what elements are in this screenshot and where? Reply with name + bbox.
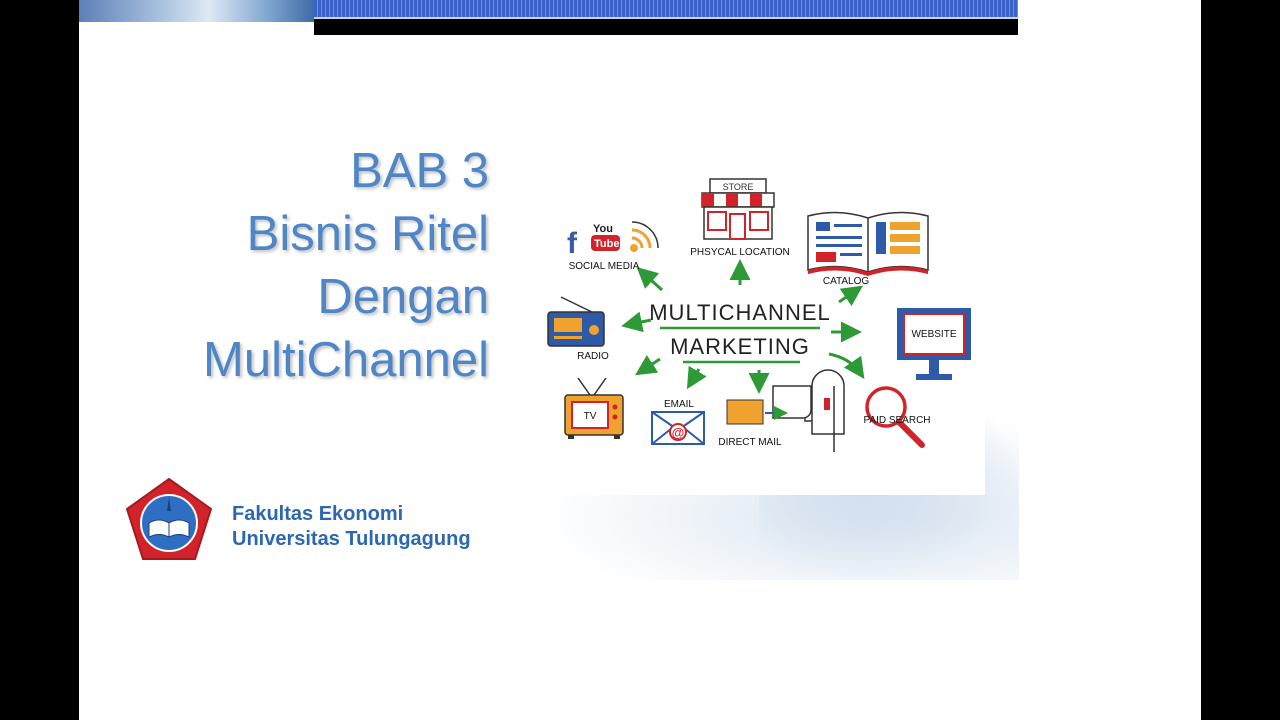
svg-text:You: You [593,223,613,235]
paid-search-label: PAID SEARCH [863,415,930,426]
rss-icon [630,221,659,252]
arrow-radio [621,311,652,333]
physical-location-label: PHSYCAL LOCATION [690,247,789,258]
arrow-tv [634,355,661,376]
arrow-social [636,266,664,292]
title-line-2: Bisnis Ritel [246,207,489,261]
header-stripe-line [314,17,1018,19]
arrow-email [686,365,707,390]
email-node: EMAIL @ [651,399,705,445]
svg-text:Tube: Tube [594,238,619,250]
institution-faculty: Fakultas Ekonomi [232,503,404,525]
header-stripe [314,0,1018,17]
catalog-label: CATALOG [823,276,870,287]
diagram-svg: MULTICHANNEL MARKETING f [547,178,971,452]
email-label: EMAIL [664,399,694,410]
direct-mail-node: DIRECT MAIL [718,369,845,452]
multichannel-diagram: MULTICHANNEL MARKETING f [528,152,985,495]
arrow-paid-search [828,352,865,379]
center-line-1: MULTICHANNEL [649,300,831,325]
social-media-node: f You Tube SOCIAL MEDIA [567,221,659,272]
title-line-3: Dengan [317,270,489,324]
direct-mail-label: DIRECT MAIL [718,437,782,448]
center-line-2: MARKETING [670,334,810,359]
store-node: STORE PHSYCAL LOCATION [690,178,790,258]
university-logo [125,477,213,561]
svg-text:@: @ [672,425,685,440]
facebook-icon: f [567,227,578,260]
social-media-label: SOCIAL MEDIA [569,261,640,272]
slide: BAB 3 Bisnis Ritel Dengan MultiChannel M… [79,0,1201,720]
store-sign: STORE [723,182,754,192]
paid-search-node: PAID SEARCH [863,386,931,448]
institution-university: Universitas Tulungagung [232,528,471,550]
website-node: WEBSITE [897,308,971,380]
title-line-1: BAB 3 [350,144,489,198]
youtube-icon: You Tube [591,223,620,251]
header-photo [79,0,315,22]
arrows [621,259,865,394]
radio-node: RADIO [547,296,609,362]
catalog-node: CATALOG [807,211,929,287]
header-band [314,0,1018,35]
website-label: WEBSITE [911,329,956,340]
institution-block: Fakultas Ekonomi Universitas Tulungagung [232,502,471,552]
center-label: MULTICHANNEL MARKETING [649,300,831,364]
tv-label: TV [584,411,597,422]
slide-title: BAB 3 Bisnis Ritel Dengan MultiChannel [109,140,489,392]
radio-label: RADIO [577,351,609,362]
tv-node: TV [564,377,624,439]
title-line-4: MultiChannel [203,333,489,387]
arrow-catalog [838,285,863,307]
